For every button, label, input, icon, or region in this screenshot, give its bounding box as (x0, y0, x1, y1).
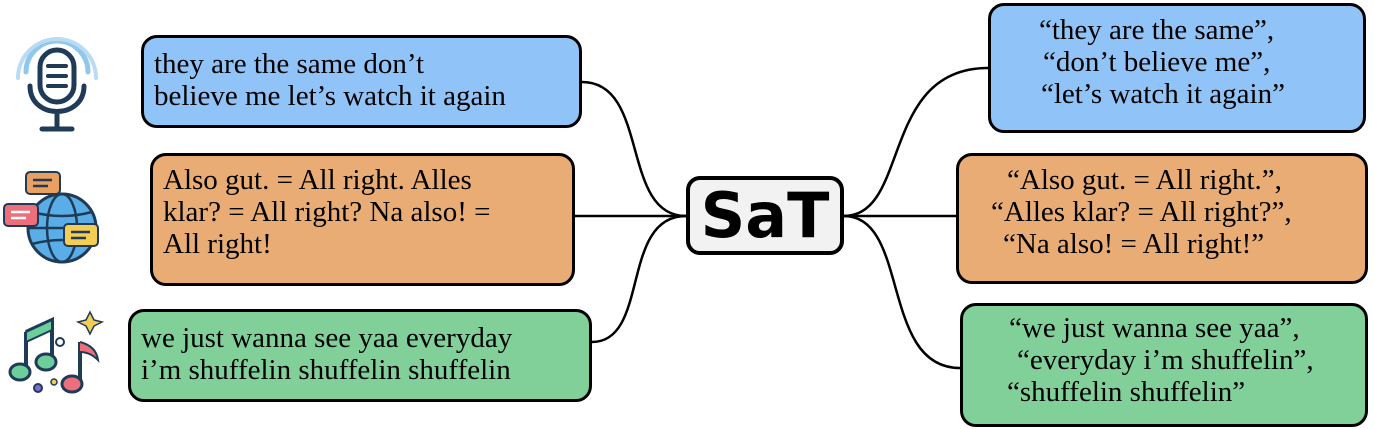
connector-output-1 (843, 66, 989, 218)
output-segment: “let’s watch it again” (1041, 78, 1285, 110)
output-segment: “Also gut. = All right.”, (1007, 164, 1282, 196)
connector-input-3 (591, 214, 687, 344)
sat-model-node: SaT (686, 176, 844, 255)
input-box-lyrics: we just wanna see yaa everyday i’m shuff… (128, 309, 592, 402)
input-text-line: klar? = All right? Na also! = (163, 196, 491, 228)
connector-output-3 (843, 214, 961, 370)
output-segment: “don’t believe me”, (1043, 46, 1271, 78)
output-segment: “they are the same”, (1039, 14, 1275, 46)
music-notes-icon (8, 310, 105, 394)
connector-input-1 (581, 80, 687, 218)
output-segment: “Na also! = All right!” (1003, 228, 1265, 260)
globe-chat-icon (3, 171, 99, 264)
input-box-speech: they are the same don’t believe me let’s… (141, 35, 582, 128)
input-box-multilingual: Also gut. = All right. Alles klar? = All… (150, 153, 575, 286)
input-text-line: believe me let’s watch it again (154, 80, 506, 112)
input-text-line: we just wanna see yaa everyday (141, 322, 513, 354)
microphone-icon (16, 37, 98, 132)
input-text-line: they are the same don’t (154, 48, 425, 80)
output-segment: “Alles klar? = All right?”, (991, 196, 1292, 228)
output-box-lyrics: “we just wanna see yaa”, “everyday i’m s… (960, 303, 1368, 427)
input-text-line: Also gut. = All right. Alles (163, 164, 472, 196)
output-box-multilingual: “Also gut. = All right.”, “Alles klar? =… (956, 153, 1368, 284)
input-text-line: i’m shuffelin shuffelin shuffelin (141, 354, 511, 386)
sat-model-label: SaT (700, 179, 830, 252)
output-segment: “we just wanna see yaa”, (1009, 312, 1300, 344)
output-segment: “everyday i’m shuffelin”, (1017, 344, 1314, 376)
output-segment: “shuffelin shuffelin” (1007, 376, 1246, 408)
output-box-speech: “they are the same”, “don’t believe me”,… (988, 3, 1366, 133)
input-text-line: All right! (163, 228, 272, 260)
